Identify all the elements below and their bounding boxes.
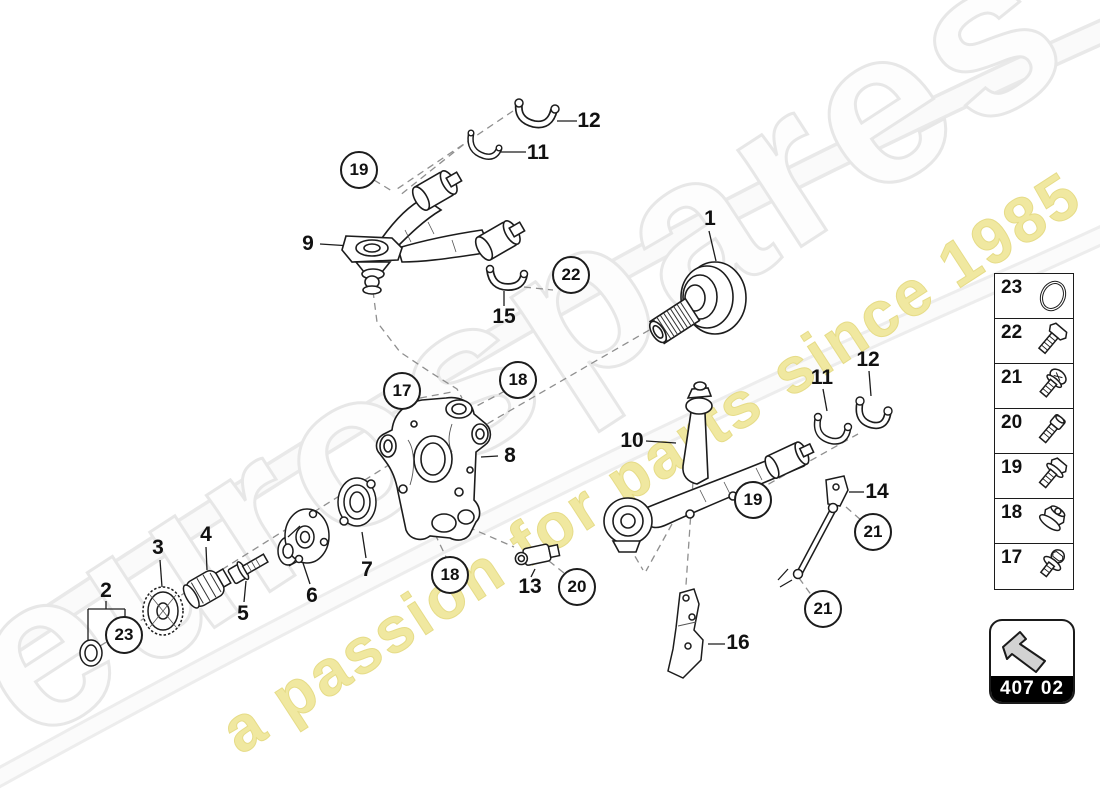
bracket-12-top	[514, 98, 560, 129]
bracket-15	[485, 264, 529, 292]
hex-flange-bolt-icon	[1029, 456, 1073, 496]
drive-flange	[648, 261, 747, 345]
part-label-11-right[interactable]: 11	[810, 366, 834, 389]
part-label-12-top[interactable]: 12	[577, 109, 601, 132]
legend-row-17[interactable]: 17	[995, 544, 1073, 589]
part-label-8[interactable]: 8	[504, 444, 516, 467]
legend-row-22[interactable]: 22	[995, 319, 1073, 364]
callout-18-lower[interactable]: 18	[431, 556, 469, 594]
diagram-reference-box[interactable]: 407 02	[989, 619, 1075, 704]
legend-num-19: 19	[1001, 457, 1023, 478]
callout-23[interactable]: 23	[105, 616, 143, 654]
part-label-6[interactable]: 6	[306, 584, 318, 607]
stub-axle-bolt	[227, 553, 269, 585]
bracket-11-right	[813, 412, 853, 445]
part-label-12-right[interactable]: 12	[856, 348, 880, 371]
upper-control-arm	[341, 170, 526, 295]
part-label-1[interactable]: 1	[704, 207, 716, 230]
wheel-knuckle	[375, 396, 492, 541]
legend-num-21: 21	[1001, 367, 1023, 388]
cv-joint	[182, 568, 232, 609]
lower-control-arm	[603, 381, 815, 553]
leader-solid-lines	[87, 120, 872, 645]
diagram-code: 407 02	[991, 676, 1073, 702]
hub-cap	[79, 639, 103, 667]
bracket-12-right	[855, 396, 893, 430]
o-ring-icon	[1029, 276, 1073, 316]
legend-row-21[interactable]: 21	[995, 364, 1073, 409]
part-label-3[interactable]: 3	[152, 536, 164, 559]
part-label-9[interactable]: 9	[302, 232, 314, 255]
callout-18-upper[interactable]: 18	[499, 361, 537, 399]
washer-bolt-icon	[1029, 546, 1073, 586]
legend-row-23[interactable]: 23	[995, 274, 1073, 319]
legend-num-23: 23	[1001, 277, 1023, 298]
part-label-10[interactable]: 10	[620, 429, 644, 452]
part-label-14[interactable]: 14	[865, 480, 889, 503]
legend-num-22: 22	[1001, 322, 1023, 343]
part-label-4[interactable]: 4	[200, 523, 212, 546]
part-label-13[interactable]: 13	[518, 575, 542, 598]
shield-bracket	[667, 588, 704, 679]
abs-sensor	[514, 543, 561, 566]
legend-row-18[interactable]: 18	[995, 499, 1073, 544]
legend-num-20: 20	[1001, 412, 1023, 433]
part-label-15[interactable]: 15	[492, 305, 516, 328]
leader-dashed-lines	[99, 110, 863, 647]
wheel-hub	[277, 508, 330, 567]
part-label-7[interactable]: 7	[361, 558, 373, 581]
flange-nut-icon	[1029, 501, 1073, 541]
pan-head-screw-icon	[1029, 366, 1073, 406]
legend-num-17: 17	[1001, 547, 1023, 568]
bracket-11-top	[467, 129, 503, 160]
serrated-washer	[142, 586, 184, 636]
hex-bolt-icon	[1029, 321, 1073, 361]
part-label-16[interactable]: 16	[726, 631, 750, 654]
callout-21-upper[interactable]: 21	[854, 513, 892, 551]
callout-22[interactable]: 22	[552, 256, 590, 294]
callout-20[interactable]: 20	[558, 568, 596, 606]
socket-head-bolt-icon	[1029, 411, 1073, 451]
fastener-legend: 23 22 21 20 19	[994, 273, 1074, 590]
callout-17[interactable]: 17	[383, 372, 421, 410]
part-label-5[interactable]: 5	[237, 602, 249, 625]
callout-21-lower[interactable]: 21	[804, 590, 842, 628]
legend-num-18: 18	[1001, 502, 1023, 523]
level-sensor	[777, 475, 849, 588]
back-arrow-icon	[991, 621, 1073, 676]
callout-19-lower-arm[interactable]: 19	[734, 481, 772, 519]
callout-19-upper-arm[interactable]: 19	[340, 151, 378, 189]
part-label-11-top[interactable]: 11	[526, 141, 550, 164]
legend-row-20[interactable]: 20	[995, 409, 1073, 454]
wheel-bearing	[337, 477, 377, 527]
legend-row-19[interactable]: 19	[995, 454, 1073, 499]
part-label-2[interactable]: 2	[100, 579, 112, 602]
